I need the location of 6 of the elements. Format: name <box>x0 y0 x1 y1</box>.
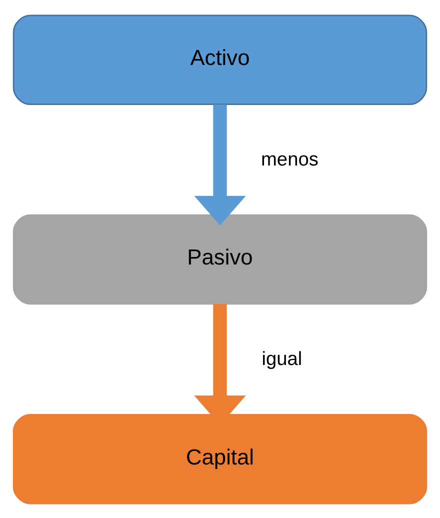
arrow <box>194 104 246 225</box>
edge-label: menos <box>261 148 318 170</box>
node-box: Activo <box>12 14 428 105</box>
node-box: Pasivo <box>12 214 428 304</box>
edge-label: igual <box>262 348 302 370</box>
node-box: Capital <box>12 413 428 504</box>
